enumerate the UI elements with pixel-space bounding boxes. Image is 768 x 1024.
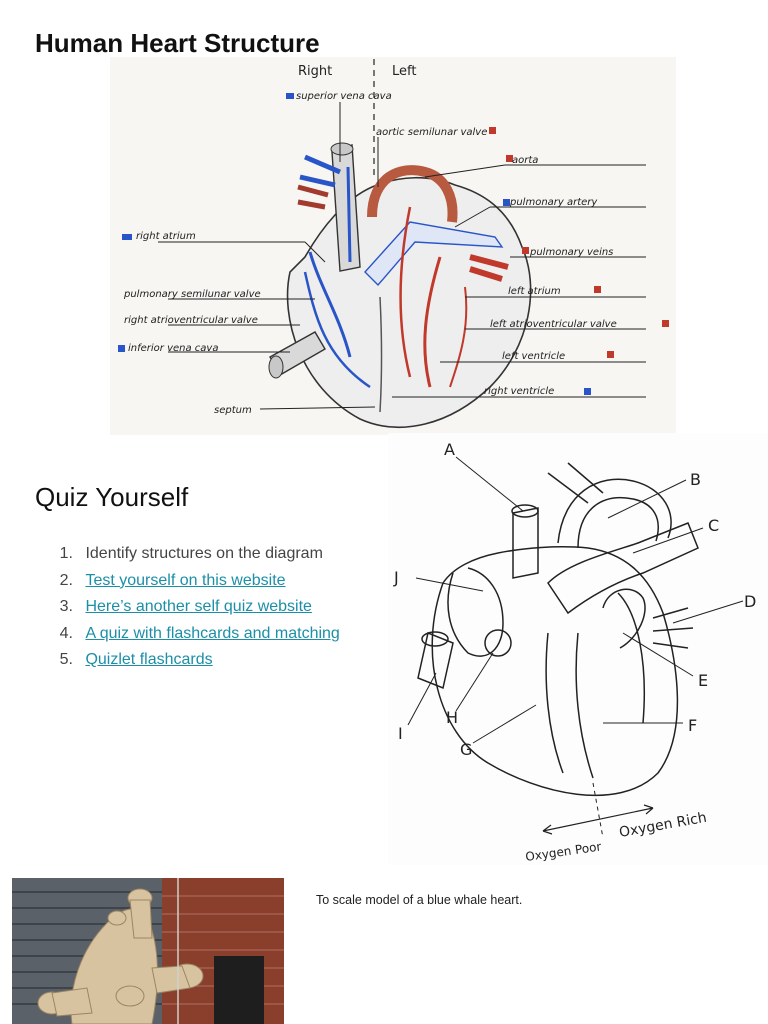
marker-blue	[584, 388, 591, 395]
link-test-yourself[interactable]: Test yourself on this website	[85, 571, 286, 589]
list-item: 5. Quizlet flashcards	[35, 647, 340, 674]
label-pulmonary-valve: pulmonary semilunar valve	[123, 289, 261, 300]
labeled-heart-diagram: Right Left	[110, 57, 676, 435]
letter-h: H	[446, 708, 458, 727]
letter-d: D	[744, 592, 756, 611]
marker-red	[506, 155, 513, 162]
link-quizlet[interactable]: Quizlet flashcards	[85, 651, 213, 668]
quiz-list: 1. Identify structures on the diagram 2.…	[35, 541, 340, 674]
svc-opening	[330, 142, 354, 156]
marker-red	[522, 247, 529, 254]
marker-red	[662, 320, 669, 327]
ivc-opening	[268, 355, 284, 379]
label-superior-vena-cava: superior vena cava	[296, 91, 392, 102]
label-right-ventricle: right ventricle	[484, 386, 554, 397]
label-left-av-valve: left atrioventricular valve	[490, 319, 617, 330]
whale-heart-photo-svg	[12, 878, 284, 1024]
septum-line	[379, 296, 383, 413]
marker-red	[607, 351, 614, 358]
aorta-shape	[367, 165, 458, 223]
label-aorta: aorta	[512, 155, 538, 166]
pulmonary-artery-shape	[364, 221, 504, 287]
oxygen-divider	[592, 782, 604, 839]
letter-j: J	[393, 568, 399, 587]
blue-flow-2	[308, 251, 352, 358]
label-inferior-vena-cava: inferior vena cava	[128, 343, 218, 354]
label-aortic-valve: aortic semilunar valve	[376, 127, 487, 138]
marker-blue	[122, 234, 132, 240]
label-left-ventricle: left ventricle	[502, 351, 565, 362]
red-vessels	[297, 184, 329, 210]
marker-blue	[118, 345, 125, 352]
letter-g: G	[460, 740, 472, 759]
letter-a: A	[444, 440, 455, 459]
labeled-heart-svg: Right Left	[118, 59, 669, 429]
letter-c: C	[708, 516, 719, 535]
label-left-atrium: left atrium	[508, 286, 561, 297]
leader-lines	[158, 102, 646, 410]
quiz-heart-diagram: A B C D E F G H I J Oxygen Poor Oxygen R…	[388, 433, 768, 865]
link-self-quiz[interactable]: Here’s another self quiz website	[85, 598, 312, 615]
whale-heart-photo	[12, 878, 284, 1024]
page-title: Human Heart Structure	[35, 28, 320, 58]
list-number: 5.	[59, 651, 73, 668]
blue-flow-1	[346, 166, 352, 263]
heart-line-drawing	[417, 462, 699, 797]
dark-doorway	[214, 956, 264, 1024]
letter-i: I	[398, 724, 403, 743]
list-number: 2.	[59, 571, 73, 589]
letter-b: B	[690, 470, 701, 489]
marker-blue	[286, 93, 294, 99]
list-item: 2. Test yourself on this website	[35, 568, 340, 595]
link-flashcards-matching[interactable]: A quiz with flashcards and matching	[85, 624, 340, 642]
letter-f: F	[688, 716, 697, 735]
letter-e: E	[698, 671, 708, 690]
marker-red	[594, 286, 601, 293]
list-item: 3. Here’s another self quiz website	[35, 594, 340, 621]
oxygen-arrows	[542, 804, 654, 835]
side-right-label: Right	[298, 64, 332, 79]
label-right-atrium: right atrium	[136, 231, 196, 242]
whale-heart-model	[37, 888, 204, 1024]
list-number: 3.	[59, 598, 73, 615]
label-pulmonary-artery: pulmonary artery	[509, 197, 598, 208]
label-pulmonary-veins: pulmonary veins	[529, 247, 613, 258]
quiz-item-text: Identify structures on the diagram	[85, 545, 323, 562]
pulmonary-veins-shape	[469, 254, 509, 282]
side-left-label: Left	[392, 64, 416, 79]
quiz-heart-svg: A B C D E F G H I J Oxygen Poor Oxygen R…	[393, 440, 756, 864]
list-number: 4.	[59, 624, 73, 642]
marker-blue	[503, 199, 510, 206]
oxygen-rich-label: Oxygen Rich	[618, 810, 708, 841]
list-item: 1. Identify structures on the diagram	[35, 541, 340, 568]
quiz-leader-lines	[407, 456, 744, 744]
label-right-av-valve: right atrioventricular valve	[124, 315, 258, 326]
red-flow-3	[449, 286, 468, 388]
photo-caption: To scale model of a blue whale heart.	[316, 893, 523, 907]
blue-vessels	[299, 154, 341, 188]
label-septum: septum	[214, 405, 252, 416]
list-number: 1.	[59, 545, 73, 562]
marker-red	[489, 127, 496, 134]
red-flow-1	[399, 206, 412, 378]
blue-flow-3	[303, 271, 371, 389]
quiz-heading: Quiz Yourself	[35, 482, 189, 512]
red-flow-2	[423, 256, 442, 388]
oxygen-poor-label: Oxygen Poor	[524, 839, 602, 864]
list-item: 4. A quiz with flashcards and matching	[35, 621, 340, 648]
